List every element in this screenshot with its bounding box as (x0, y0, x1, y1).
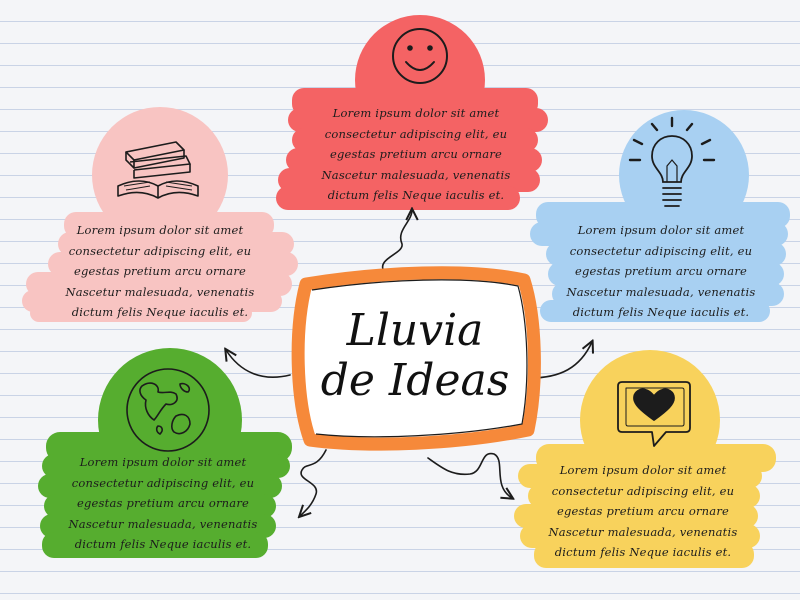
idea-text-left: Lorem ipsum dolor sit amet consectetur a… (30, 220, 290, 323)
books-icon (117, 141, 199, 199)
brush-stroke (30, 304, 252, 322)
idea-text-line: dictum felis Neque iaculis et. (327, 188, 505, 202)
connector-bottom-right (427, 452, 512, 498)
idea-text-line: consectetur adipiscing elit, eu (68, 243, 252, 258)
idea-text-line: egestas pretium arcu ornare (329, 147, 503, 161)
connector-left (226, 350, 291, 379)
idea-text-line: egestas pretium arcu ornare (76, 496, 250, 510)
idea-text-line: dictum felis Neque iaculis et. (74, 537, 252, 551)
connector-bottom-left (300, 449, 327, 516)
center-box-border (291, 266, 541, 451)
connectors (226, 210, 592, 516)
center-title: Lluvia de Ideas (300, 306, 530, 406)
lightbulb-icon (628, 116, 716, 207)
idea-text-line: Nascetur malesuada, venenatis (68, 516, 258, 531)
center-box (291, 266, 541, 451)
smiley-icon (392, 28, 448, 84)
brush-stroke (288, 108, 548, 132)
brush-stroke (44, 494, 276, 518)
idea-text-line: Lorem ipsum dolor sit amet (76, 223, 244, 237)
brush-stroke (548, 262, 784, 286)
idea-node-right (530, 110, 790, 322)
idea-text-line: consectetur adipiscing elit, eu (551, 483, 735, 498)
idea-text-line: Lorem ipsum dolor sit amet (559, 463, 727, 477)
idea-node-bottom-right (514, 350, 776, 568)
idea-text-bottom-right: Lorem ipsum dolor sit amet consectetur a… (516, 460, 770, 563)
brush-stroke (64, 212, 274, 238)
idea-text-line: Nascetur malesuada, venenatis (65, 284, 255, 299)
brush-stroke (546, 242, 786, 266)
idea-text-line: consectetur adipiscing elit, eu (324, 126, 508, 141)
idea-text-line: consectetur adipiscing elit, eu (569, 243, 753, 258)
brush-stroke (42, 532, 268, 558)
brush-stroke (42, 454, 290, 478)
brush-stroke (276, 186, 520, 210)
brush-stroke (528, 484, 760, 508)
brush-stroke (38, 474, 282, 498)
center-box-ink-outline (311, 279, 528, 438)
brush-stroke (540, 300, 770, 322)
idea-text-line: Lorem ipsum dolor sit amet (332, 106, 500, 120)
heart-bubble-icon (617, 381, 691, 447)
idea-text-line: dictum felis Neque iaculis et. (71, 305, 249, 319)
brush-stroke (536, 202, 790, 228)
brush-stroke (286, 148, 542, 172)
idea-text-line: egestas pretium arcu ornare (73, 264, 247, 278)
idea-text-line: Nascetur malesuada, venenatis (548, 524, 738, 539)
idea-text-line: Lorem ipsum dolor sit amet (79, 455, 247, 469)
idea-node-top (276, 15, 548, 210)
idea-text-right: Lorem ipsum dolor sit amet consectetur a… (534, 220, 788, 323)
idea-node-left (22, 107, 298, 322)
idea-text-line: consectetur adipiscing elit, eu (71, 475, 255, 490)
idea-text-line: dictum felis Neque iaculis et. (572, 305, 750, 319)
idea-text-line: dictum felis Neque iaculis et. (554, 545, 732, 559)
brush-stroke (530, 222, 788, 246)
idea-text-bottom-left: Lorem ipsum dolor sit amet consectetur a… (36, 452, 290, 555)
idea-text-line: Nascetur malesuada, venenatis (321, 167, 511, 182)
brush-stroke (58, 232, 294, 256)
idea-node-bottom-left (38, 348, 292, 558)
brush-stroke (534, 542, 754, 568)
brush-stroke (292, 128, 538, 152)
brush-stroke (518, 464, 762, 488)
idea-text-line: Lorem ipsum dolor sit amet (577, 223, 745, 237)
brush-stroke (48, 252, 298, 276)
idea-text-line: egestas pretium arcu ornare (574, 264, 748, 278)
center-title-line1: Lluvia (346, 305, 484, 356)
center-title-line2: de Ideas (320, 355, 510, 406)
brush-stroke (514, 504, 758, 528)
idea-text-line: Nascetur malesuada, venenatis (566, 284, 756, 299)
idea-text-top: Lorem ipsum dolor sit amet consectetur a… (286, 103, 546, 206)
connector-top (381, 210, 412, 273)
globe-icon (126, 368, 210, 452)
idea-text-line: egestas pretium arcu ornare (556, 504, 730, 518)
